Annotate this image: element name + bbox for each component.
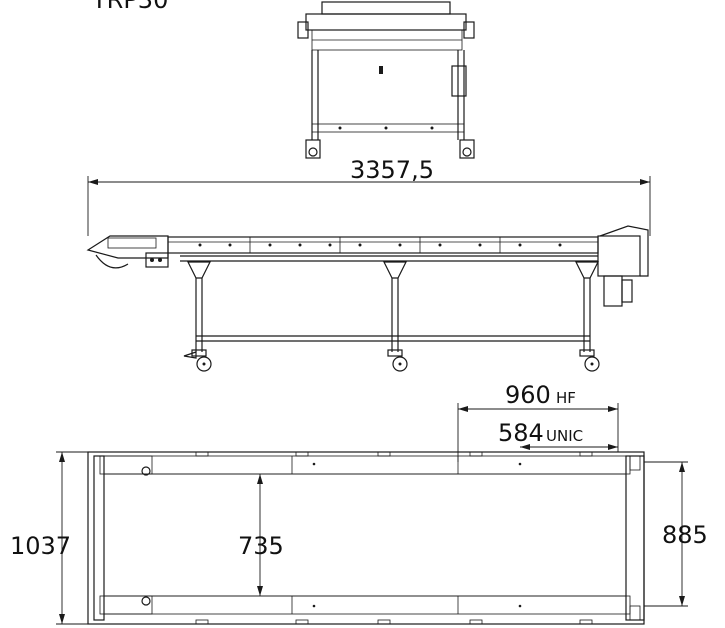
belt-width-label: 735 bbox=[238, 532, 284, 560]
overall-length-label: 3357,5 bbox=[350, 156, 434, 184]
drawing-title: TRP30 bbox=[91, 0, 168, 14]
overall-width-dimension: 1037 bbox=[10, 451, 92, 625]
hf-length-value: 960 bbox=[505, 381, 551, 409]
frame-width-label: 885 bbox=[662, 521, 708, 549]
hf-length-dimension: 960 HF bbox=[457, 381, 619, 462]
belt-width-dimension: 735 bbox=[238, 474, 284, 596]
overall-width-label: 1037 bbox=[10, 532, 71, 560]
frame-width-dimension: 885 bbox=[644, 461, 708, 607]
unic-length-suffix: UNIC bbox=[546, 427, 583, 445]
unic-length-value: 584 bbox=[498, 419, 544, 447]
side-view bbox=[86, 225, 649, 372]
hf-length-suffix: HF bbox=[556, 389, 576, 407]
overall-length-dimension: 3357,5 bbox=[87, 156, 651, 236]
front-view bbox=[297, 1, 475, 159]
top-view bbox=[87, 451, 645, 625]
unic-length-dimension: 584 UNIC bbox=[498, 419, 618, 450]
